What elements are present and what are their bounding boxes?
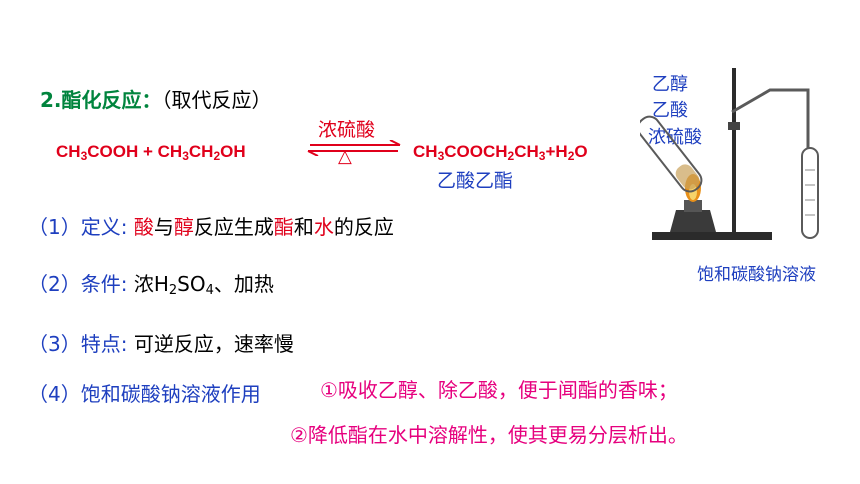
section-heading: 酯化反应： (61, 88, 162, 112)
definition-row: （1）定义: 酸与醇反应生成酯和水的反应 (28, 215, 394, 239)
product-name: 乙酸乙酯 (437, 170, 514, 192)
burner (670, 210, 716, 232)
section-subtitle: （取代反应） (161, 88, 272, 112)
section-title: 2.酯化反应：（取代反应） (40, 84, 272, 113)
role-point-2: ②降低酯在水中溶解性，使其更易分层析出。 (290, 423, 688, 447)
products: CH3COOCH2CH3+H2O (413, 142, 588, 163)
role-point-1: ①吸收乙醇、除乙酸，便于闻酯的香味； (320, 378, 678, 402)
reagent-label-sulfuric-acid: 浓硫酸 (648, 127, 702, 148)
catalyst-label: 浓硫酸 (318, 119, 376, 141)
delivery-tube (731, 88, 810, 148)
feature-row: （3）特点: 可逆反应，速率慢 (28, 332, 294, 356)
heat-symbol: △ (338, 146, 352, 167)
apparatus-illustration (640, 68, 819, 240)
condition-row: （2）条件: 浓H2SO4、加热 (28, 272, 274, 298)
stand-base (652, 232, 772, 240)
section-number: 2. (40, 88, 62, 112)
reaction-tube (640, 115, 703, 193)
clamp (728, 122, 740, 130)
tube-label: 饱和碳酸钠溶液 (697, 265, 816, 285)
role-row: （4）饱和碳酸钠溶液作用 (28, 382, 261, 406)
reagent-label-acetic-acid: 乙酸 (652, 100, 688, 121)
stand-rod (732, 68, 736, 234)
receiving-tube (801, 147, 819, 239)
reagent-label-ethanol: 乙醇 (652, 74, 688, 95)
reversible-arrow-icon (307, 140, 401, 156)
reactants: CH3COOH + CH3CH2OH (56, 142, 246, 163)
